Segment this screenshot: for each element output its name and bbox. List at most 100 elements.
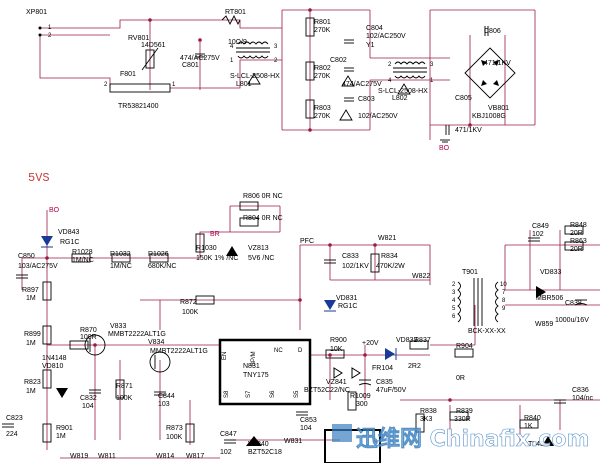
resistor-icon bbox=[454, 348, 474, 358]
label-r834: R834 bbox=[381, 253, 398, 260]
label-l802-ref: L802 bbox=[392, 95, 408, 102]
label-r802: R802 bbox=[314, 65, 331, 72]
label-c849-value: 102 bbox=[532, 231, 544, 238]
label-vd810: VD810 bbox=[42, 363, 64, 370]
label-r870-value: 100R bbox=[80, 334, 97, 341]
label-r803-value: 270K bbox=[314, 113, 331, 120]
resistor-icon bbox=[111, 253, 131, 263]
label-c836-value: 104/nc bbox=[572, 395, 594, 402]
label-c806-value: 471/1KV bbox=[484, 60, 511, 67]
net-plus20v: +20V bbox=[362, 340, 379, 347]
resistor-icon bbox=[115, 379, 125, 399]
label-c838: C838 bbox=[565, 300, 582, 307]
label-r804: R804 0R NC bbox=[243, 215, 283, 222]
resistor-icon bbox=[305, 17, 315, 37]
pin-number: 1 bbox=[172, 82, 176, 88]
pin-number: 2 bbox=[274, 58, 278, 64]
label-r873: R873 bbox=[166, 425, 183, 432]
label-r802-value: 270K bbox=[314, 73, 331, 80]
label-r1030-value: 150K 1% /NC bbox=[196, 255, 238, 262]
label-c835-value: 47uF/50V bbox=[376, 387, 407, 394]
pin-number: 7 bbox=[502, 290, 506, 296]
label-r1032-value: 1M/NC bbox=[110, 263, 132, 270]
label-c823-value: 224 bbox=[6, 431, 18, 438]
pin-number: 2 bbox=[388, 62, 392, 68]
label-w822: W822 bbox=[412, 273, 430, 280]
warning-icon bbox=[397, 83, 411, 95]
label-c801-value: 474/AC275V bbox=[180, 55, 220, 62]
bridge-rectifier-icon bbox=[464, 47, 516, 99]
mains-wiring bbox=[39, 9, 536, 140]
label-v834-value: MMBT2222ALT1G bbox=[150, 348, 208, 355]
resistor-icon bbox=[325, 349, 345, 359]
label-c847: C847 bbox=[220, 431, 237, 438]
label-c832: C832 bbox=[80, 395, 97, 402]
label-vd832: VD832 bbox=[396, 337, 418, 344]
label-c806: C806 bbox=[484, 28, 501, 35]
label-vz813-value: 5V6 /NC bbox=[248, 255, 274, 262]
label-r840-value: 1K bbox=[524, 423, 533, 430]
label-c853: C853 bbox=[300, 417, 317, 424]
resistor-icon bbox=[42, 369, 52, 389]
warning-icon bbox=[341, 75, 355, 87]
resistor-icon bbox=[305, 61, 315, 81]
label-r1028: R1028 bbox=[72, 249, 93, 256]
optocoupler-icon bbox=[324, 429, 381, 463]
pin-number: 4 bbox=[230, 44, 234, 50]
label-rv801: RV801 bbox=[128, 35, 149, 42]
label-r1009-value: 300 bbox=[356, 401, 368, 408]
pin-number: 6 bbox=[452, 314, 456, 320]
label-w817: W817 bbox=[186, 453, 204, 460]
label-r897-value: 1M bbox=[26, 295, 36, 302]
label-r899-value: 1M bbox=[26, 340, 36, 347]
resistor-icon bbox=[185, 423, 195, 443]
label-r872-value: 100K bbox=[182, 309, 199, 316]
varistor-icon bbox=[145, 49, 155, 69]
label-vd843-value: RG1C bbox=[60, 239, 79, 246]
label-vd831-value: RG1C bbox=[338, 303, 357, 310]
label-bck: BCK-XX-XX bbox=[468, 328, 506, 335]
label-c804: C804 bbox=[366, 25, 383, 32]
label-vb801-value: KBJ1008G bbox=[472, 113, 506, 120]
label-w859: W859 bbox=[535, 321, 553, 328]
pin-number: 3 bbox=[274, 44, 278, 50]
label-l802: S-LCL-2508-HX bbox=[378, 88, 428, 95]
resistor-icon bbox=[519, 419, 539, 429]
warning-icon bbox=[247, 73, 261, 85]
diode-icon bbox=[41, 236, 53, 246]
resistor-icon bbox=[195, 295, 215, 305]
label-r871-value: 100K bbox=[116, 395, 133, 402]
label-v833: V833 bbox=[110, 323, 126, 330]
warning-icon bbox=[339, 109, 353, 121]
label-c835: C835 bbox=[376, 379, 393, 386]
diode-icon bbox=[324, 300, 336, 310]
label-vb801: VB801 bbox=[488, 105, 509, 112]
choke-icon bbox=[237, 41, 269, 45]
label-r901-value: 1M bbox=[56, 433, 66, 440]
label-c805: C805 bbox=[455, 95, 472, 102]
label-r839: R839 bbox=[456, 408, 473, 415]
pin-en: EN bbox=[222, 352, 228, 360]
thermistor-icon bbox=[221, 14, 241, 26]
zener-diode-icon bbox=[226, 246, 238, 256]
label-c833: C833 bbox=[342, 253, 359, 260]
label-c833-value: 102/1KV bbox=[342, 263, 369, 270]
section-5vs-label: 5VS bbox=[28, 171, 50, 185]
label-bzt52c18: BZT52C18 bbox=[248, 449, 282, 456]
label-r837-value: 2R2 bbox=[408, 363, 421, 370]
resistor-icon bbox=[42, 423, 52, 443]
connector-pin-icon bbox=[38, 26, 42, 30]
zener-diode-icon bbox=[246, 436, 262, 446]
label-t901: T901 bbox=[462, 269, 478, 276]
label-xp801: XP801 bbox=[26, 9, 47, 16]
label-r848: R848 bbox=[570, 222, 587, 229]
label-w831: W831 bbox=[284, 438, 302, 445]
tl431-icon bbox=[542, 436, 554, 446]
label-c832-value: 104 bbox=[82, 403, 94, 410]
choke-icon bbox=[394, 61, 426, 65]
pin-number: 2 bbox=[104, 82, 108, 88]
label-r863-value: 20R bbox=[570, 246, 583, 253]
net-bo-top: BO bbox=[439, 145, 450, 152]
label-c850: C850 bbox=[18, 253, 35, 260]
